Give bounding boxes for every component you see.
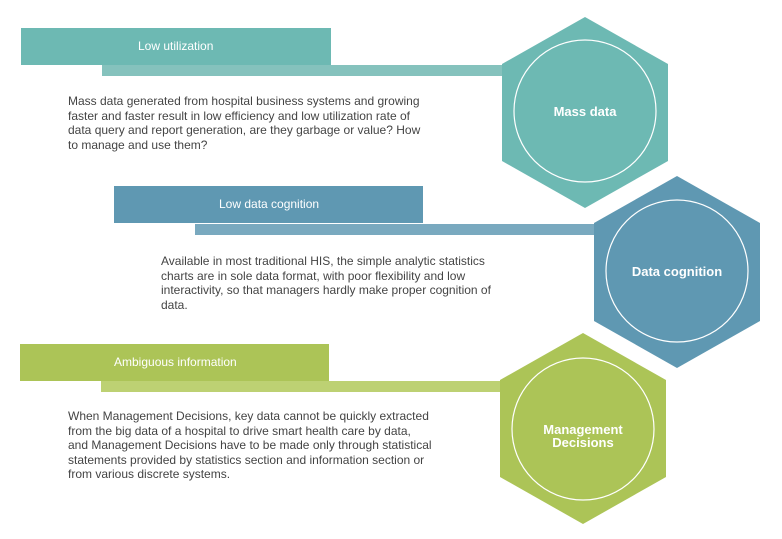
- hexagon-management-decisions: [500, 333, 666, 524]
- tag-low-data-cognition: Low data cognition: [114, 186, 423, 223]
- hexagon-label-management-decisions: Management Decisions: [523, 423, 643, 449]
- hexagon-label-line: Management: [543, 422, 623, 437]
- connector-bar-data-cognition: [195, 224, 605, 235]
- tag-label: Low data cognition: [219, 197, 320, 211]
- hexagon-label-data-cognition: Data cognition: [631, 264, 723, 279]
- connector-bar-mass-data: [102, 65, 512, 76]
- hexagon-label-line: Decisions: [552, 435, 614, 450]
- description-management-decisions: When Management Decisions, key data cann…: [68, 409, 432, 481]
- hexagon-shape: [594, 176, 760, 368]
- ring-icon: [513, 39, 657, 183]
- hexagon-data-cognition: [594, 176, 760, 368]
- description-data-cognition: Available in most traditional HIS, the s…: [161, 254, 491, 312]
- tag-ambiguous-information: Ambiguous information: [20, 344, 329, 381]
- connector-bar-management-decisions: [101, 381, 511, 392]
- hexagon-mass-data: [502, 17, 668, 208]
- hexagon-shape: [500, 333, 666, 524]
- hexagon-label-mass-data: Mass data: [553, 104, 617, 119]
- tag-label: Ambiguous information: [114, 355, 237, 369]
- ring-icon: [511, 357, 655, 501]
- ring-icon: [605, 199, 749, 343]
- description-mass-data: Mass data generated from hospital busine…: [68, 94, 421, 152]
- tag-low-utilization: Low utilization: [21, 28, 331, 65]
- tag-label: Low utilization: [138, 39, 214, 53]
- hexagon-shape: [502, 17, 668, 208]
